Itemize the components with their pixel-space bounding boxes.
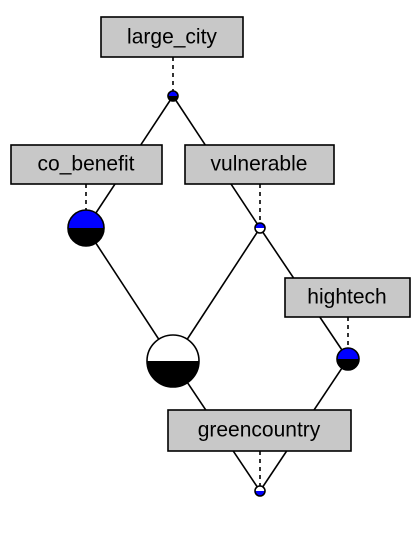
- label-hightech-text: hightech: [307, 286, 386, 309]
- label-greencountry-text: greencountry: [198, 419, 321, 442]
- label-large-city-text: large_city: [127, 26, 217, 49]
- label-hightech[interactable]: hightech: [284, 277, 411, 318]
- label-large-city[interactable]: large_city: [100, 16, 244, 58]
- node-vulnerable[interactable]: [254, 222, 266, 234]
- label-vulnerable-text: vulnerable: [211, 153, 308, 176]
- node-hightech[interactable]: [336, 347, 360, 371]
- node-center[interactable]: [146, 334, 200, 388]
- node-co-benefit[interactable]: [67, 209, 105, 247]
- label-vulnerable[interactable]: vulnerable: [184, 144, 335, 185]
- node-bottom[interactable]: [254, 485, 266, 497]
- node-top[interactable]: [167, 90, 179, 102]
- label-co-benefit[interactable]: co_benefit: [10, 144, 163, 185]
- label-greencountry[interactable]: greencountry: [167, 409, 352, 452]
- label-co-benefit-text: co_benefit: [38, 153, 135, 176]
- lattice-nodes: [67, 90, 360, 497]
- label-connectors: [85, 57, 349, 487]
